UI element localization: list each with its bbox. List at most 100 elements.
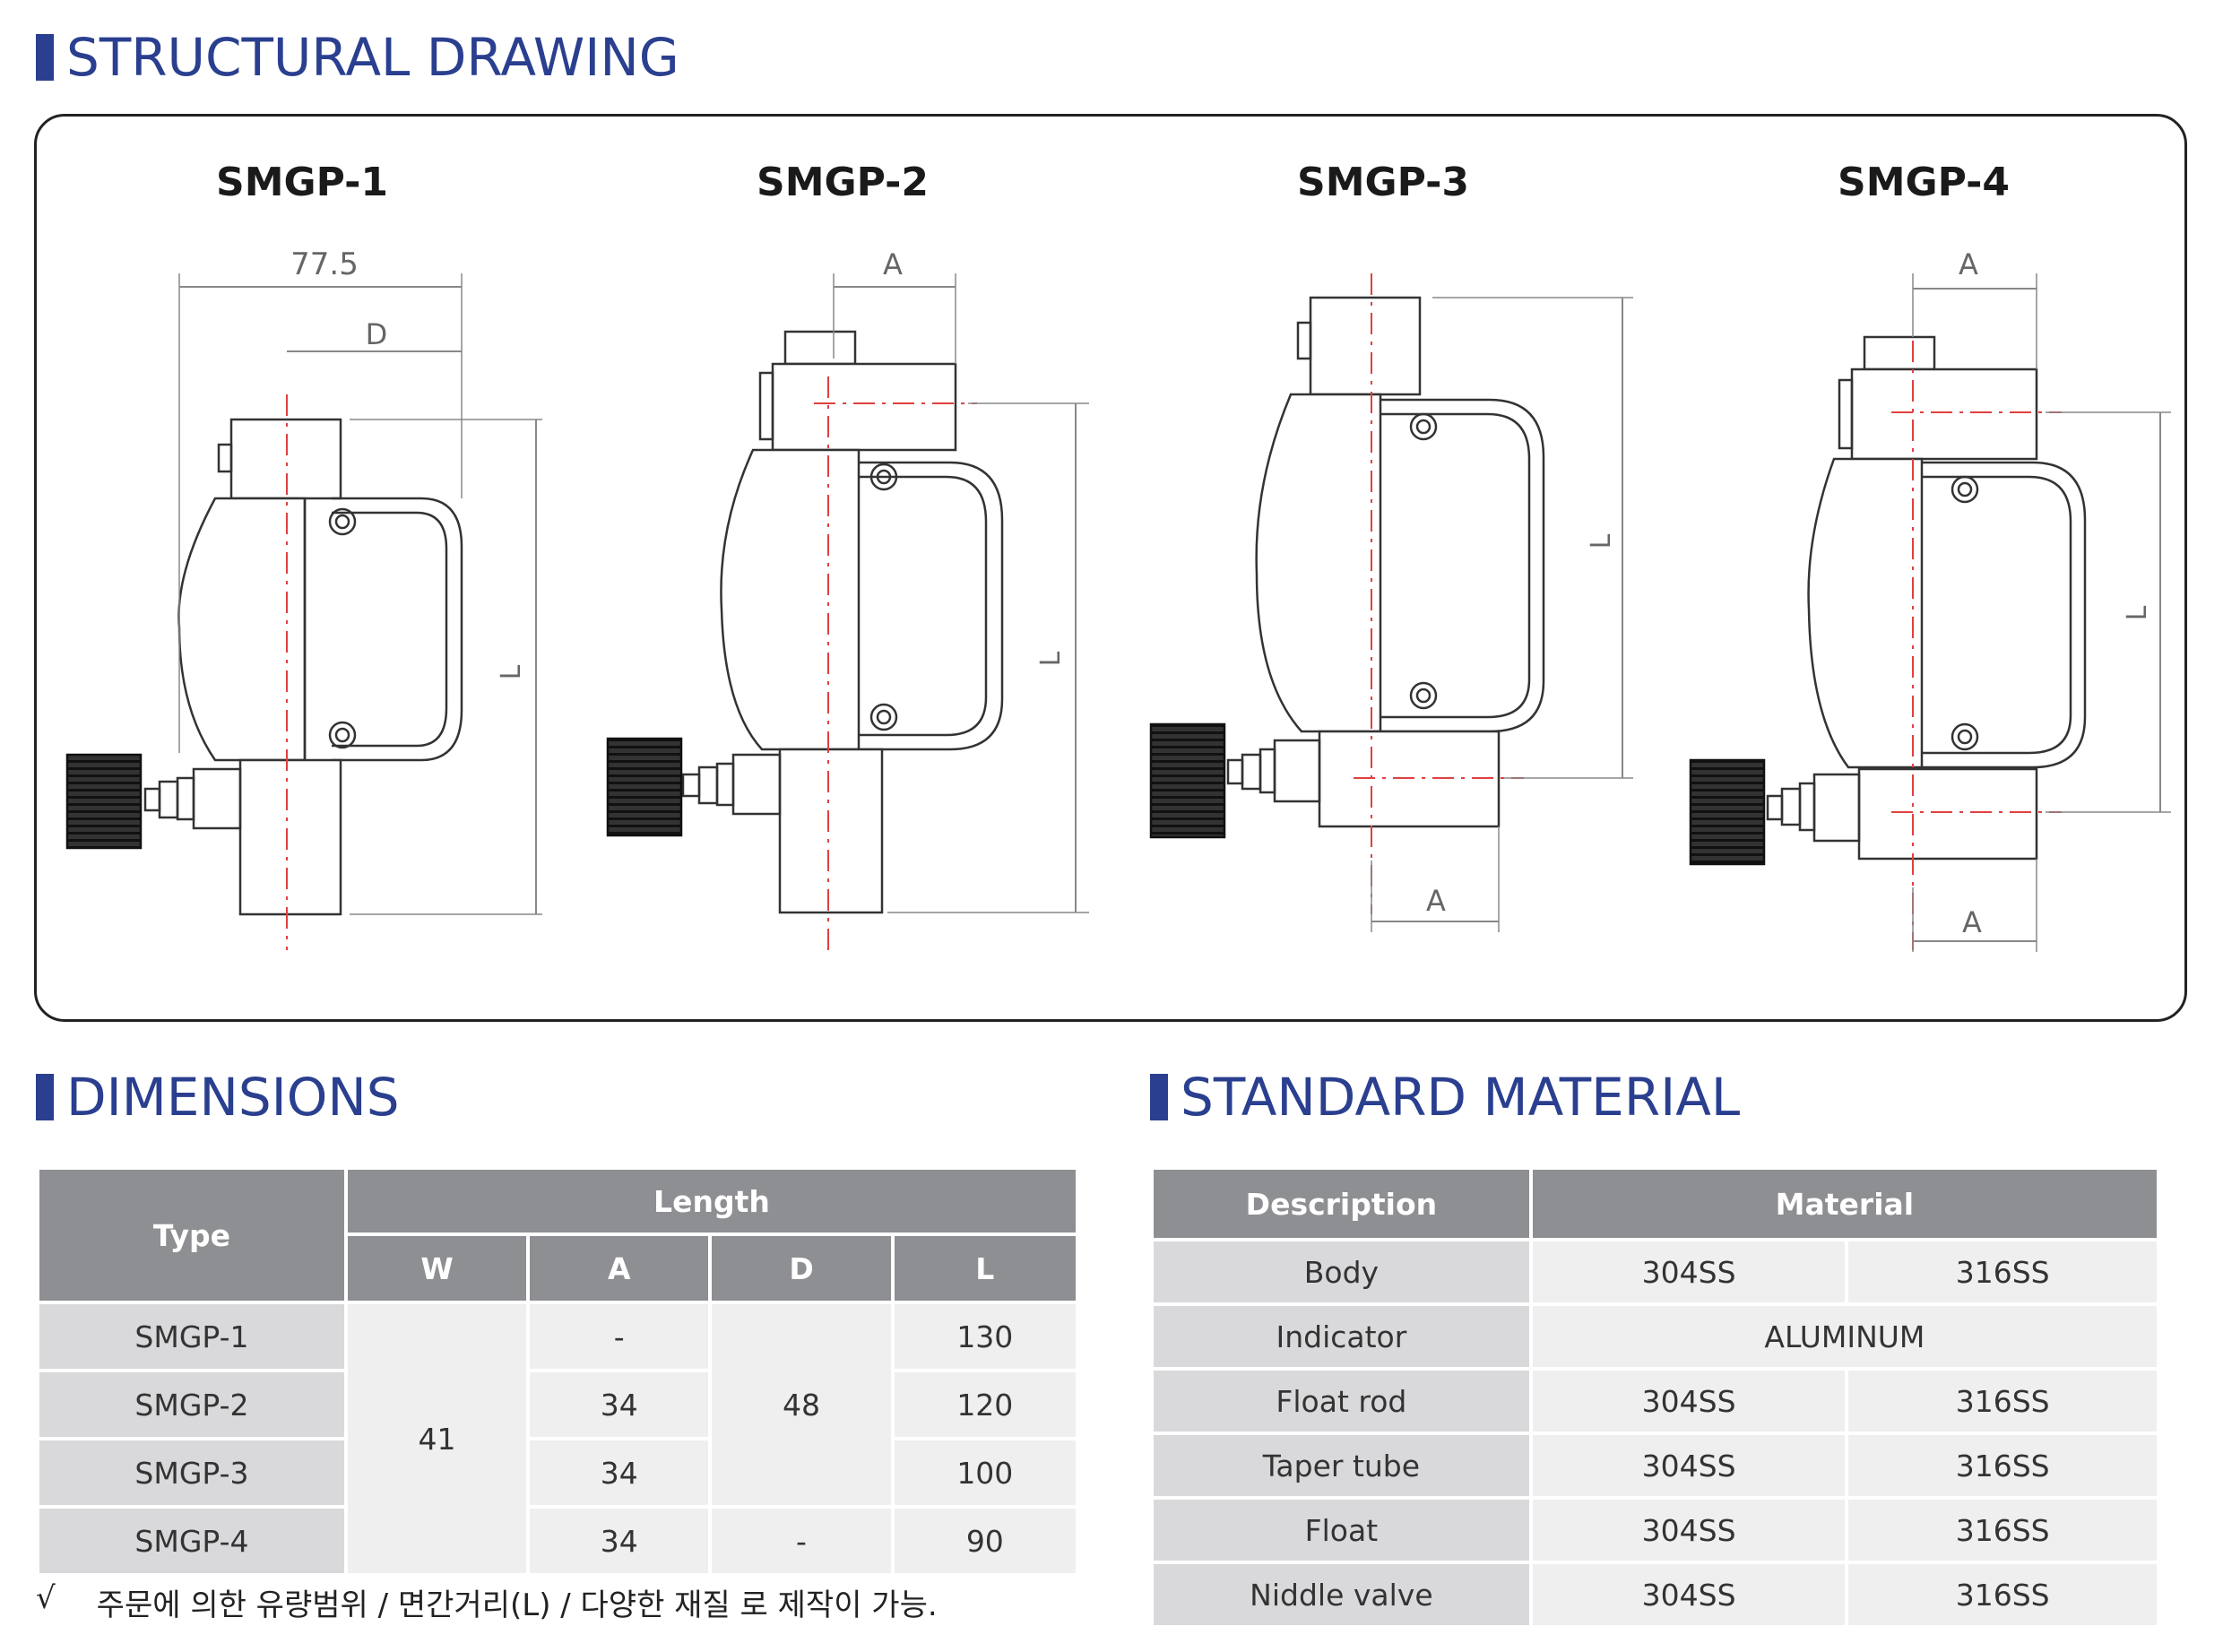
- indicator-block: [771, 362, 957, 452]
- material-cell: 316SS: [1845, 1367, 2160, 1435]
- description-cell: Indicator: [1150, 1302, 1533, 1371]
- header-length: Length: [343, 1166, 1080, 1236]
- material-cell: 316SS: [1845, 1431, 2160, 1500]
- check-mark: √: [36, 1580, 56, 1616]
- bolt-icon: [328, 507, 357, 536]
- indicator-cap: [783, 330, 857, 366]
- indicator-tab: [217, 443, 233, 473]
- footnote-text: 주문에 의한 유량범위 / 면간거리(L) / 다양한 재질 로 제작이 가능.: [96, 1587, 938, 1623]
- model-title-4: SMGP-4: [1838, 160, 2010, 205]
- material-cell: 304SS: [1528, 1238, 1849, 1306]
- type-cell: SMGP-1: [36, 1301, 348, 1372]
- valve-knob: [65, 753, 143, 850]
- section-marker: [36, 1074, 54, 1120]
- l-value: 100: [890, 1437, 1080, 1509]
- valve-knob: [1149, 722, 1226, 839]
- header-a: A: [526, 1233, 713, 1304]
- section-title-text: STANDARD MATERIAL: [1181, 1067, 1741, 1128]
- material-cell: ALUMINUM: [1528, 1302, 2161, 1371]
- section-title-structural: STRUCTURAL DRAWING: [36, 27, 679, 88]
- l-value: 90: [890, 1505, 1080, 1577]
- bolt-icon: [1951, 475, 1979, 504]
- section-title-text: STRUCTURAL DRAWING: [66, 27, 679, 88]
- description-cell: Body: [1150, 1238, 1533, 1306]
- float-guide: [1922, 461, 2087, 769]
- material-table: Description Material Body 304SS 316SS In…: [1150, 1166, 2161, 1629]
- w-value: 41: [343, 1301, 531, 1577]
- dim-label-a: A: [1962, 905, 1982, 939]
- float-guide: [332, 497, 463, 762]
- section-title-dimensions: DIMENSIONS: [36, 1067, 400, 1128]
- valve-nut: [731, 753, 782, 816]
- dim-label-l: L: [2122, 605, 2153, 620]
- material-cell: 304SS: [1528, 1561, 1849, 1629]
- dim-label-l: L: [1586, 533, 1617, 549]
- valve-knob: [1689, 758, 1766, 866]
- table-row: Body 304SS 316SS: [1150, 1238, 2160, 1306]
- drawing-smgp-1: [65, 273, 542, 950]
- model-title-2: SMGP-2: [757, 160, 929, 205]
- description-cell: Taper tube: [1150, 1431, 1533, 1500]
- d-value: 48: [708, 1301, 895, 1509]
- material-cell: 316SS: [1845, 1238, 2160, 1306]
- indicator-cap: [1863, 335, 1936, 371]
- table-row: Taper tube 304SS 316SS: [1150, 1431, 2160, 1500]
- footnote: √ 주문에 의한 유량범위 / 면간거리(L) / 다양한 재질 로 제작이 가…: [36, 1580, 938, 1624]
- body-shell: [1255, 393, 1382, 733]
- description-cell: Float rod: [1150, 1367, 1533, 1435]
- valve-nut: [1812, 773, 1861, 843]
- float-guide: [1380, 398, 1545, 733]
- table-row: SMGP-2 34 120: [36, 1369, 1080, 1440]
- type-cell: SMGP-4: [36, 1505, 348, 1577]
- bottom-block: [778, 748, 884, 914]
- material-cell: 304SS: [1528, 1496, 1849, 1564]
- header-type: Type: [36, 1166, 348, 1304]
- valve-nut: [1273, 739, 1321, 803]
- float-guide: [859, 461, 1004, 751]
- table-row: Float 304SS 316SS: [1150, 1496, 2160, 1564]
- dim-label-77-5: 77.5: [290, 247, 359, 282]
- drawing-smgp-4: [1689, 273, 2171, 952]
- type-cell: SMGP-3: [36, 1437, 348, 1509]
- body-shell: [720, 448, 861, 751]
- type-cell: SMGP-2: [36, 1369, 348, 1440]
- dim-label-a: A: [1959, 247, 1978, 281]
- table-row: SMGP-4 34 - 90: [36, 1505, 1080, 1577]
- l-value: 120: [890, 1369, 1080, 1440]
- a-value: 34: [526, 1369, 713, 1440]
- valve-knob: [606, 737, 683, 837]
- l-value: 130: [890, 1301, 1080, 1372]
- bottom-block: [238, 758, 342, 916]
- a-value: 34: [526, 1437, 713, 1509]
- section-marker: [1150, 1074, 1168, 1120]
- body-shell: [1807, 457, 1924, 769]
- dim-label-l: L: [1035, 651, 1067, 666]
- model-title-1: SMGP-1: [216, 160, 388, 205]
- header-description: Description: [1150, 1166, 1533, 1241]
- dim-label-d: D: [366, 317, 388, 351]
- table-row: Float rod 304SS 316SS: [1150, 1367, 2160, 1435]
- dim-label-a: A: [883, 247, 903, 281]
- header-w: W: [343, 1233, 531, 1304]
- bolt-icon: [869, 703, 898, 731]
- bolt-icon: [328, 721, 357, 749]
- material-cell: 316SS: [1845, 1496, 2160, 1564]
- d-value: -: [708, 1505, 895, 1577]
- indicator-block: [1309, 296, 1422, 396]
- indicator-block: [1850, 368, 2038, 461]
- dim-label-l: L: [496, 664, 527, 679]
- bolt-icon: [1409, 681, 1438, 710]
- valve-nut: [192, 767, 242, 830]
- table-row: Niddle valve 304SS 316SS: [1150, 1561, 2160, 1629]
- bottom-block: [1857, 767, 2038, 861]
- description-cell: Float: [1150, 1496, 1533, 1564]
- a-value: 34: [526, 1505, 713, 1577]
- drawing-smgp-2: [606, 273, 1089, 950]
- table-row: SMGP-3 34 100: [36, 1437, 1080, 1509]
- drawing-smgp-3: [1149, 273, 1633, 932]
- header-material: Material: [1528, 1166, 2161, 1241]
- section-marker: [36, 34, 54, 81]
- header-d: D: [708, 1233, 895, 1304]
- bolt-icon: [869, 463, 898, 491]
- table-row: SMGP-1 41 - 48 130: [36, 1301, 1080, 1577]
